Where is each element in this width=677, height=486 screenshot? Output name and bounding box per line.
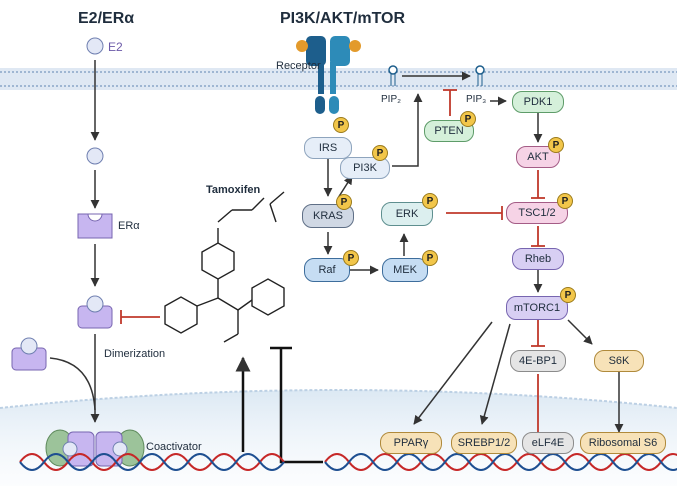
pi3k-to-pip-arrow: [392, 93, 423, 167]
dimerization-arrow: [49, 357, 96, 411]
mek-phospho-badge: P: [422, 250, 438, 266]
pten-phospho-badge: P: [460, 111, 476, 127]
kras-node: KRAS: [302, 204, 354, 228]
tamoxifen-structure: [164, 191, 285, 343]
srebp-node: SREBP1/2: [451, 432, 517, 454]
receptor-tyrosine-kinase: [296, 36, 361, 114]
pten-node: PTEN: [424, 120, 474, 142]
dna-feedback-inhibition: [279, 348, 323, 464]
akt-node: AKT: [516, 146, 560, 168]
dimer-left-e2-icon: [20, 337, 38, 355]
nuclear-envelope: [0, 389, 677, 409]
coactivator-label: Coactivator: [146, 441, 202, 453]
receptor-label: Receptor: [276, 60, 321, 72]
era-receptor-icon: [77, 213, 113, 239]
elf4e-node: eLF4E: [522, 432, 574, 454]
ribosomal-s6-node: Ribosomal S6: [580, 432, 666, 454]
pi3k-phospho-badge: P: [372, 145, 388, 161]
raf-phospho-badge: P: [343, 250, 359, 266]
ppar-node: PPARγ: [380, 432, 442, 454]
e2-label: E2: [108, 40, 123, 54]
s6k-node: S6K: [594, 350, 644, 372]
pip3-lipid-icon: [475, 65, 485, 86]
e2-ligand-icon: [86, 37, 104, 55]
pip3-label: PIP₃: [466, 94, 487, 105]
mek-node: MEK: [382, 258, 428, 282]
akt-phospho-badge: P: [548, 137, 564, 153]
pip2-lipid-icon: [388, 65, 398, 86]
e2-bound-icon: [86, 295, 104, 313]
4ebp1-node: 4E-BP1: [510, 350, 566, 372]
pi3k-akt-mtor-title: PI3K/AKT/mTOR: [280, 10, 406, 27]
era-label: ERα: [118, 220, 140, 232]
tsc-phospho-badge: P: [557, 193, 573, 209]
pip2-label: PIP₂: [381, 94, 401, 105]
dna-helix-left: [19, 453, 285, 471]
e2-era-title: E2/ERα: [78, 10, 135, 27]
pdk1-node: PDK1: [512, 91, 564, 113]
cell-membrane: [0, 68, 677, 90]
nucleus-region: [0, 390, 677, 486]
tsc-node: TSC1/2: [506, 202, 568, 224]
pi3k-node: PI3K: [340, 157, 390, 179]
erk-phospho-badge: P: [422, 193, 438, 209]
raf-node: Raf: [304, 258, 350, 282]
dna-helix-right: [324, 453, 677, 471]
kras-phospho-badge: P: [336, 194, 352, 210]
tamoxifen-label: Tamoxifen: [206, 184, 261, 196]
irs-node: IRS: [304, 137, 352, 159]
irs-phospho-badge: P: [333, 117, 349, 133]
mtorc1-node: mTORC1: [506, 296, 568, 320]
dimerization-label: Dimerization: [104, 348, 166, 360]
mtorc1-phospho-badge: P: [560, 287, 576, 303]
e2-cytoplasm-icon: [86, 147, 104, 165]
rheb-node: Rheb: [512, 248, 564, 270]
